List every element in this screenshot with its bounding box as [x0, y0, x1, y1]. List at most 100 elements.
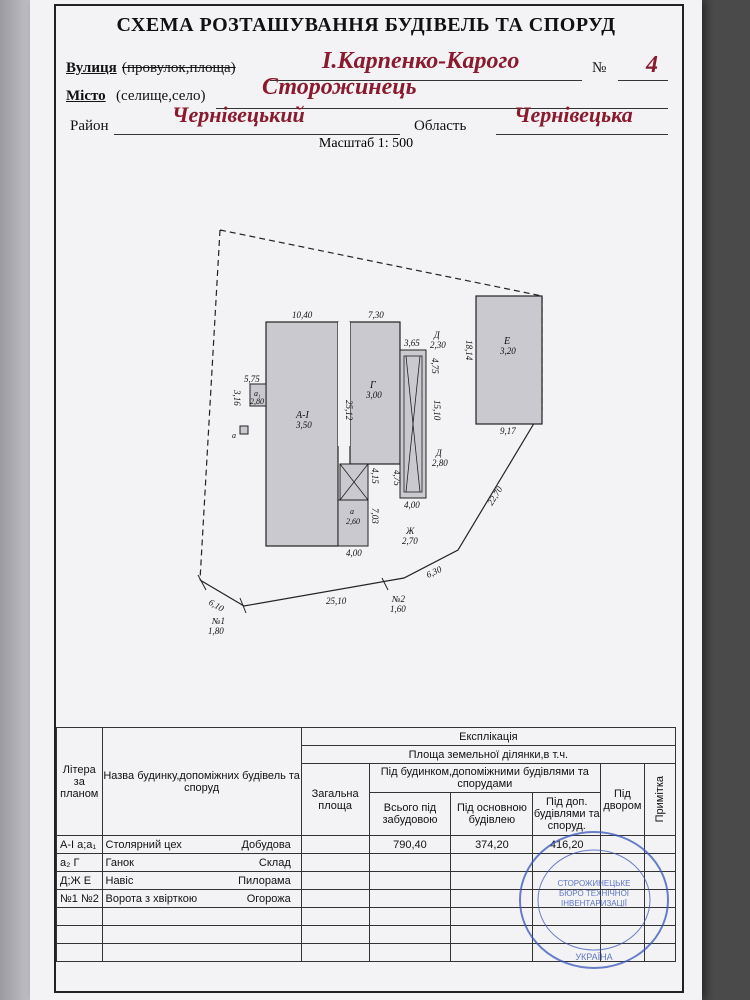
row-name-2: Пилорама: [238, 874, 291, 887]
col-name: Назва будинку,допоміжних будівель та спо…: [101, 727, 302, 836]
label-d-long: 15,10: [432, 400, 442, 421]
street-underline: [270, 80, 582, 81]
label-zh-name: Ж: [405, 526, 415, 536]
label-a-bot: 4,00: [346, 548, 362, 558]
city-row: Місто (селище,село) Сторожинець: [30, 74, 702, 109]
street-row: Вулиця (провулок,площа) І.Карпенко-Карог…: [30, 48, 702, 81]
label-a-side: 25,12: [344, 400, 354, 421]
stamp-line1: СТОРОЖИНЕЦЬКЕ: [558, 879, 631, 888]
label-a-h: 3,50: [295, 420, 312, 430]
label-e-side: 18,14: [464, 340, 474, 361]
row-all: 790,40: [368, 835, 452, 854]
row-litera: [56, 943, 103, 962]
label-a1-name: а₁: [254, 389, 261, 398]
label-g-name: Г: [369, 380, 376, 391]
label-g-top: 7,30: [368, 310, 384, 320]
table-row: [56, 907, 677, 926]
number-label: №: [592, 60, 607, 76]
zh-diag2: [339, 463, 369, 501]
document-frame: [54, 4, 684, 993]
row-all: [368, 925, 452, 944]
row-all: [368, 853, 452, 872]
col-note: Примітка: [653, 776, 666, 823]
region-value: Чернівецька: [514, 102, 633, 127]
number-value: 4: [646, 52, 658, 78]
label-25-10: 25,10: [326, 596, 347, 606]
label-e-name: Е: [503, 336, 510, 347]
label-a2-name: а: [350, 507, 354, 516]
label-d-name: Д: [433, 330, 441, 340]
row-all: [368, 907, 452, 926]
row-name-1: Навіс: [105, 874, 134, 887]
district-row: Район Чернівецький Область Чернівецька: [30, 102, 702, 136]
building-a: [265, 321, 339, 547]
label-e-h: 3,20: [499, 346, 516, 356]
city-label: Місто: [66, 88, 106, 104]
gate2-mark: [381, 577, 389, 591]
row-name: [101, 925, 302, 944]
page-title: СХЕМА РОЗТАШУВАННЯ БУДІВЕЛЬ ТА СПОРУД: [116, 14, 616, 36]
row-name-2: Добудова: [241, 838, 291, 851]
row-litera: а₂ Г: [56, 853, 103, 872]
gate1-mark2: [239, 597, 247, 614]
label-zh-side: 4,15: [370, 468, 380, 484]
label-a1-side: 3,16: [232, 389, 242, 406]
label-zh-h: 2,70: [402, 536, 418, 546]
row-name-2: Склад: [258, 856, 291, 869]
porch-a: [239, 425, 249, 435]
label-6-10: 6,10: [207, 597, 226, 614]
label-d2-bot: 4,00: [404, 500, 420, 510]
row-litera: [56, 925, 103, 944]
label-gate1-name: №1: [211, 616, 225, 626]
label-d2-h: 2,80: [432, 458, 448, 468]
gate1-mark: [197, 574, 207, 591]
row-total: [300, 853, 370, 872]
row-total: [300, 889, 370, 908]
label-e-bot: 9,17: [500, 426, 516, 436]
building-e: [475, 295, 543, 425]
city-value: Сторожинець: [262, 74, 417, 100]
annex-a1: [249, 383, 267, 407]
label-a-top: 10,40: [292, 310, 313, 320]
label-a1-h: 2,80: [250, 397, 264, 406]
label-gate2-h: 1,60: [390, 604, 406, 614]
label-22-70: 22,70: [485, 484, 504, 507]
row-name-1: Ворота з хвірткою: [105, 892, 198, 905]
district-value: Чернівецький: [172, 102, 305, 127]
label-a1-w: 5,75: [244, 374, 260, 384]
row-total: [300, 925, 370, 944]
row-name: [101, 943, 302, 962]
table-row: [56, 943, 677, 962]
label-d-h: 2,30: [430, 340, 446, 350]
row-name: [101, 907, 302, 926]
site-plan: 10,40 7,30 25,12 А-І 3,50 5,75 3,16 а₁ 2…: [197, 229, 543, 636]
row-all: [368, 889, 452, 908]
label-g-h: 3,00: [365, 390, 382, 400]
label-gate2-name: №2: [391, 594, 405, 604]
row-total: [300, 871, 370, 890]
col-total: Загальна площа: [300, 763, 370, 836]
label-gate1-h: 1,80: [208, 626, 224, 636]
area-header: Площа земельної ділянки,в т.ч.: [300, 745, 677, 764]
d-inner: [403, 355, 423, 493]
street-label: Вулиця: [66, 60, 117, 76]
region-underline: [496, 134, 668, 135]
col-main: Під основною будівлею: [450, 792, 534, 836]
stamp-line2: БЮРО ТЕХНІЧНОЇ: [559, 889, 630, 898]
fence-line: [199, 409, 543, 607]
district-label: Район: [70, 118, 109, 134]
col-all: Всього під забудовою: [368, 792, 452, 836]
row-litera: №1 №2: [56, 889, 103, 908]
row-litera: [56, 907, 103, 926]
col-litera: Літера за планом: [56, 727, 103, 836]
annex-a2: [337, 499, 369, 547]
row-total: [300, 835, 370, 854]
street-value: І.Карпенко-Карого: [322, 48, 520, 74]
label-a2-h: 2,60: [346, 517, 360, 526]
